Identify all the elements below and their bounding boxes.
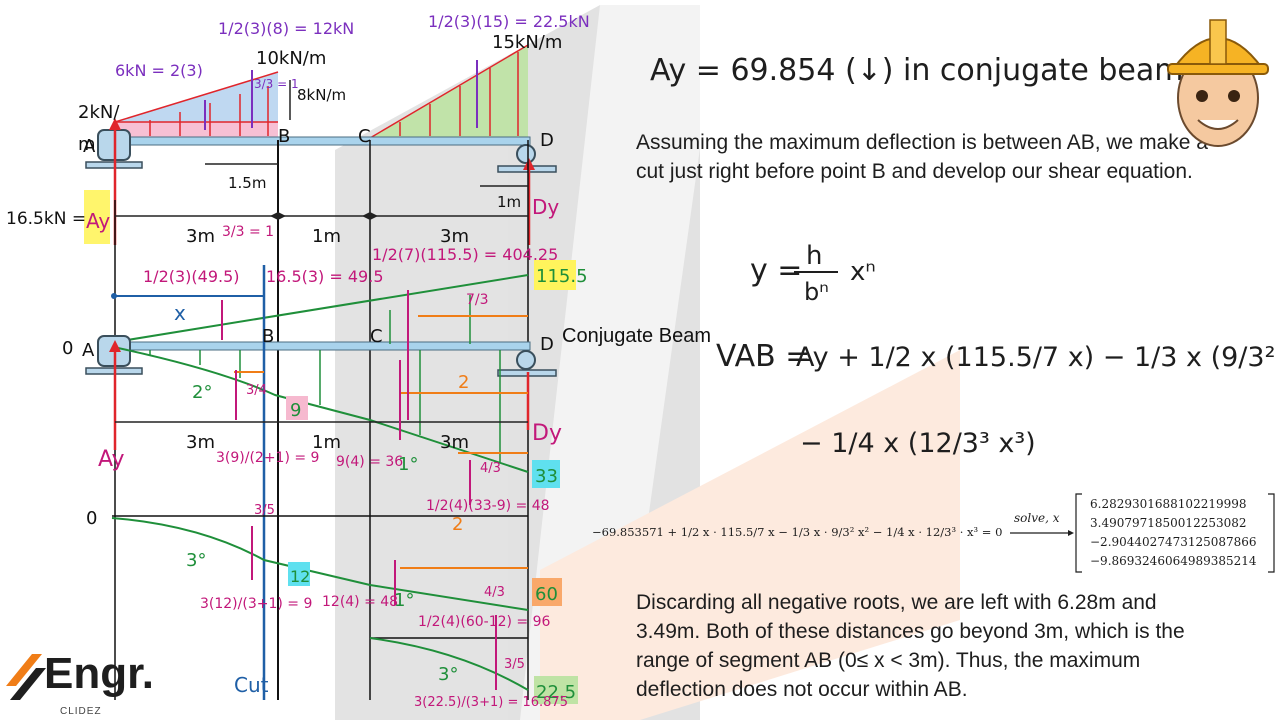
conj-point-c: C <box>370 326 383 347</box>
point-b: B <box>278 126 290 147</box>
label-delta: 8kN/m <box>297 86 346 104</box>
conj-nine-box: 9 <box>290 400 301 421</box>
assumption-paragraph: Assuming the maximum deflection is betwe… <box>636 131 1208 183</box>
dim-3m-cd: 3m <box>440 226 469 247</box>
label-q2: 10kN/m <box>256 48 326 69</box>
lower-degree3: 3° <box>186 550 206 571</box>
conj-frac-3-4: 3/4 <box>246 383 267 398</box>
conj-seg-bc: 1m <box>312 432 341 453</box>
y-eq-lhs: y = <box>750 253 802 288</box>
conj-degree1: 1° <box>398 454 418 475</box>
ay-equation: Ay = 69.854 (↓) in conjugate beam <box>650 53 1183 88</box>
conj-two: 2 <box>458 372 469 393</box>
root-2: 3.4907971850012253082 <box>1090 516 1247 530</box>
logo-text: Engr. <box>44 649 154 698</box>
lower-frac-4-3: 4/3 <box>484 585 505 600</box>
beam-top <box>111 136 531 146</box>
lower-box-12: 12 <box>290 567 310 586</box>
load-rect <box>115 122 278 138</box>
conj-origin: 0 <box>62 338 73 359</box>
solve-lhs: −69.853571 + 1/2 x · 115.5/7 x − 1/3 x ·… <box>592 525 1002 539</box>
point-d: D <box>540 130 554 151</box>
beam-conjugate <box>111 341 531 351</box>
lower-val-60: 60 <box>535 584 558 605</box>
conj-point-d: D <box>540 334 554 355</box>
conj-seg-ab: 3m <box>186 432 215 453</box>
reaction-ay-value: 16.5kN = <box>6 209 86 229</box>
conj-x: x <box>174 301 186 325</box>
conj-seg-cd: 3m <box>440 432 469 453</box>
point-c: C <box>358 126 371 147</box>
conj-top-val: 115.5 <box>536 266 588 287</box>
calc-centroid: 3/3 = 1 <box>254 77 299 91</box>
conj-ay-moment: 16.5(3) = 49.5 <box>266 267 384 286</box>
vab-line2: − 1/4 x (12/3³ x³) <box>800 428 1036 459</box>
root-1: 6.2829301688102219998 <box>1090 497 1247 511</box>
engineer-mascot-icon <box>1167 19 1269 147</box>
y-eq-num: h <box>806 241 822 271</box>
conj-nine-4: 9(4) = 36 <box>336 454 403 470</box>
lower-twelve-4: 12(4) = 48 <box>322 594 398 610</box>
conj-formula-9: 3(9)/(2+1) = 9 <box>216 450 319 466</box>
conj-tri-48: 1/2(4)(33-9) = 48 <box>426 498 550 514</box>
lower-formula-16875: 3(22.5)/(3+1) = 16.875 <box>414 695 568 710</box>
engr-logo: Engr. CLIDEZ <box>6 649 154 717</box>
conj-label: Conjugate Beam <box>562 325 711 347</box>
lower-origin: 0 <box>86 508 97 529</box>
dim-1-5m: 1.5m <box>228 174 266 192</box>
lower-frac-3-5: 3/5 <box>254 503 275 518</box>
point-a: A <box>83 136 96 157</box>
dim-3m-ab: 3m <box>186 226 215 247</box>
conj-dy2: Dy <box>532 421 562 446</box>
lower-val-225: 22.5 <box>536 682 576 703</box>
dim-third: 3/3 = 1 <box>222 224 274 240</box>
conclusion-paragraph: Discarding all negative roots, we are le… <box>636 591 1185 701</box>
calc-right-tri: 1/2(3)(15) = 22.5kN <box>428 12 590 31</box>
conj-frac-4-3: 4/3 <box>480 461 501 476</box>
logo-sub: CLIDEZ <box>60 706 102 717</box>
y-eq-x: xⁿ <box>850 257 876 287</box>
lower-frac-3-5b: 3/5 <box>504 657 525 672</box>
conj-point-b: B <box>262 326 274 347</box>
calc-mid-tri: 1/2(3)(8) = 12kN <box>218 19 354 38</box>
dim-1m: 1m <box>497 193 521 211</box>
reaction-ay: Ay <box>86 209 110 233</box>
support-d <box>516 144 536 164</box>
vab-label: VAB = <box>716 339 810 374</box>
root-4: −9.8693246064989385214 <box>1090 554 1257 568</box>
solve-label: solve, x <box>1014 511 1060 525</box>
conj-area-tri: 1/2(7)(115.5) = 404.25 <box>372 245 558 264</box>
lower-two: 2 <box>452 514 463 535</box>
lower-degree3b: 3° <box>438 664 458 685</box>
dim-1m-bc: 1m <box>312 226 341 247</box>
conj-val-33: 33 <box>535 466 558 487</box>
label-q3: 15kN/m <box>492 32 562 53</box>
label-q-rect-unit: m <box>78 134 96 155</box>
conj-degree2: 2° <box>192 382 212 403</box>
reaction-dy: Dy <box>532 195 559 219</box>
conj-ay2: Ay <box>98 447 125 472</box>
lower-tri-96: 1/2(4)(60-12) = 96 <box>418 614 551 630</box>
root-3: −2.9044027473125087866 <box>1090 535 1257 549</box>
conj-point-a: A <box>82 340 95 361</box>
label-q-rect: 2kN/ <box>78 102 120 123</box>
y-eq-den: bⁿ <box>804 278 829 306</box>
conjugate-beam-diagram <box>85 265 557 700</box>
conj-seven-third: 7/3 <box>466 292 489 308</box>
lower-cut: Cut <box>234 673 269 697</box>
calc-left-tri: 6kN = 2(3) <box>115 61 203 80</box>
lower-degree1: 1° <box>394 590 414 611</box>
moment-load-diagram <box>111 515 529 691</box>
lower-formula-12: 3(12)/(3+1) = 9 <box>200 596 312 612</box>
conj-area-left: 1/2(3)(49.5) <box>143 267 240 286</box>
vab-line1: Ay + 1/2 x (115.5/7 x) − 1/3 x (9/3² x²) <box>796 342 1280 373</box>
